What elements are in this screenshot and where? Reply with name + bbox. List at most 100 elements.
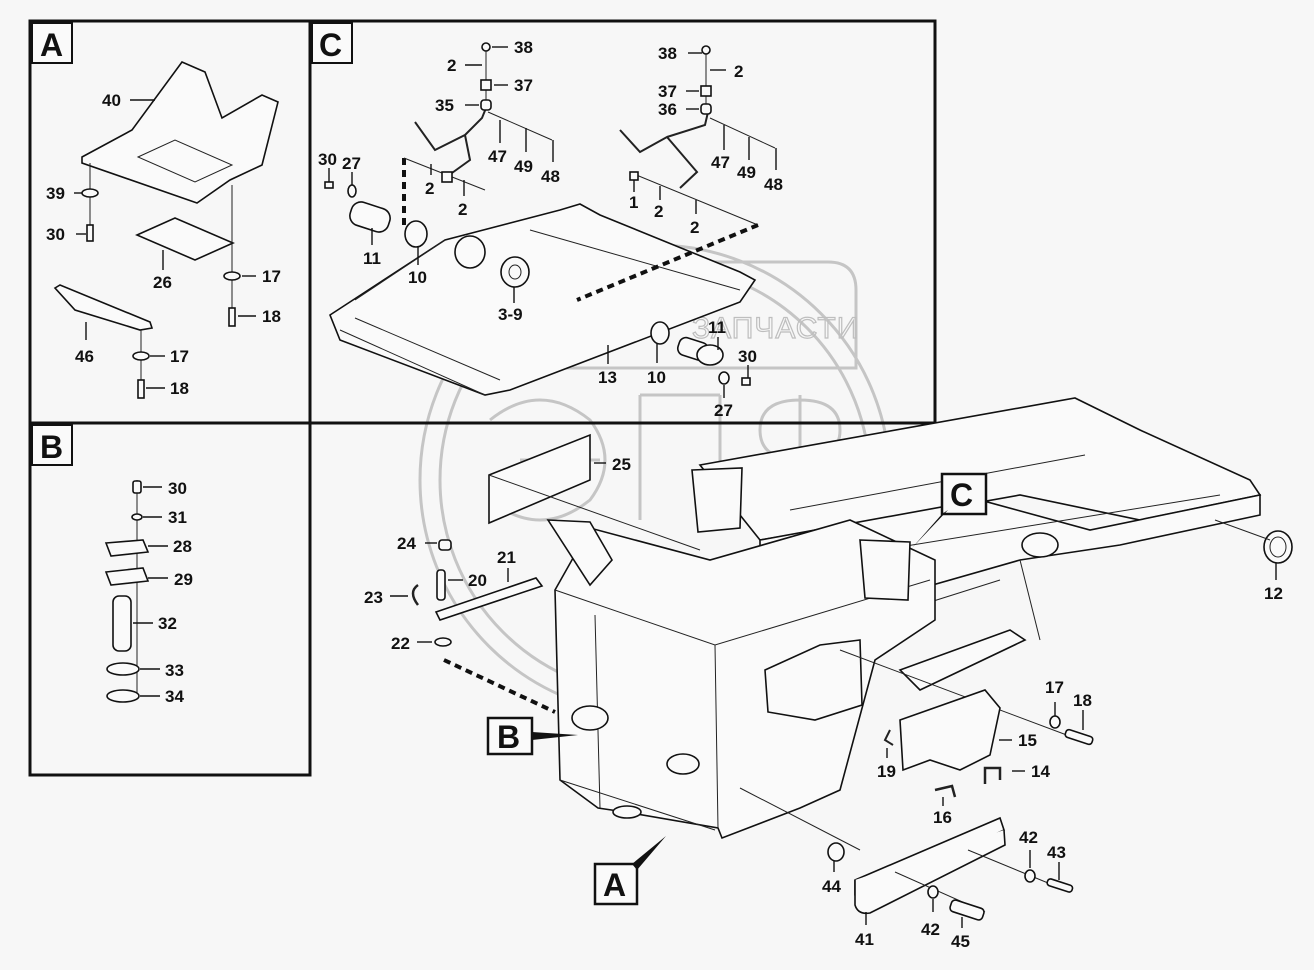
callout-36: 36 xyxy=(658,100,677,119)
part-14-u-bolt xyxy=(983,766,1002,784)
panel-b-border xyxy=(28,421,312,777)
panel-a: A 40 39 30 26 17 18 46 17 xyxy=(28,19,312,425)
callout-33: 33 xyxy=(165,661,184,680)
part-10-bushing-b xyxy=(650,321,670,345)
callout-15: 15 xyxy=(1018,731,1037,750)
callout-10b: 10 xyxy=(647,368,666,387)
callout-18a: 18 xyxy=(262,307,281,326)
frame-lug xyxy=(1021,532,1059,558)
callout-32: 32 xyxy=(158,614,177,633)
panel-a-letter: A xyxy=(40,27,63,63)
callout-11a: 11 xyxy=(363,249,381,268)
ref-tag-c: C xyxy=(950,477,973,513)
seal-inner xyxy=(1269,536,1287,558)
callout-10a: 10 xyxy=(408,268,427,287)
part-40-window xyxy=(136,139,234,183)
axis-line-m17 xyxy=(839,649,1081,741)
part-15-shield xyxy=(899,689,1001,772)
callout-20: 20 xyxy=(468,571,487,590)
callout-13: 13 xyxy=(598,368,617,387)
callout-14: 14 xyxy=(1031,762,1050,781)
assembly-path-dashed-b xyxy=(576,223,759,302)
upper-hinge-pin-boss xyxy=(571,705,609,731)
callout-17a: 17 xyxy=(262,267,281,286)
part-23-clip xyxy=(411,583,420,606)
part-18-bolt-a xyxy=(228,307,236,327)
callout-42a: 42 xyxy=(1019,828,1038,847)
ref-tag-a-pointer xyxy=(632,836,666,870)
front-frame-box xyxy=(554,519,936,840)
callout-30c-a: 30 xyxy=(318,150,337,169)
ref-tag-a: A xyxy=(603,867,626,903)
callout-39: 39 xyxy=(46,184,65,203)
shim-hole xyxy=(508,264,522,280)
callout-29: 29 xyxy=(174,570,193,589)
callout-49b: 49 xyxy=(737,163,756,182)
callout-35: 35 xyxy=(435,96,454,115)
part-42-washer-b xyxy=(927,885,939,899)
callout-18m: 18 xyxy=(1073,691,1092,710)
callout-34: 34 xyxy=(165,687,184,706)
callout-48b: 48 xyxy=(764,175,783,194)
part-37-fitting-a xyxy=(480,79,492,91)
part-3-9-shim xyxy=(500,256,530,288)
side-pivot-boss xyxy=(666,753,700,775)
axis-line-m12 xyxy=(1214,519,1271,541)
axis-line-c5 xyxy=(709,117,776,149)
part-26-plate xyxy=(135,217,235,261)
callout-26: 26 xyxy=(153,273,172,292)
callout-46: 46 xyxy=(75,347,94,366)
callout-12: 12 xyxy=(1264,584,1283,603)
ref-tag-b-pointer xyxy=(532,732,578,740)
main-view: 25 24 20 21 23 22 12 15 19 14 xyxy=(364,397,1293,951)
callout-31: 31 xyxy=(168,508,187,527)
part-34-washer xyxy=(106,689,140,703)
panel-b-letter-box xyxy=(31,424,73,466)
part-line-clamp-a xyxy=(441,171,453,183)
callout-22: 22 xyxy=(391,634,410,653)
callout-2a: 2 xyxy=(447,56,456,75)
callout-38a: 38 xyxy=(514,38,533,57)
part-13-frame xyxy=(329,203,757,396)
part-20-pin xyxy=(436,569,446,601)
callout-24: 24 xyxy=(397,534,416,553)
callout-1: 1 xyxy=(629,193,638,212)
ref-tag-c-pointer xyxy=(912,510,948,548)
callout-41: 41 xyxy=(855,930,874,949)
callout-2e: 2 xyxy=(654,202,663,221)
callout-21: 21 xyxy=(497,548,516,567)
part-grease-line-a xyxy=(414,107,487,179)
part-1-bolt xyxy=(629,171,639,181)
part-19-clip xyxy=(883,729,894,746)
part-17-washer-b xyxy=(132,351,150,361)
callout-23: 23 xyxy=(364,588,383,607)
panel-a-letter-box xyxy=(31,22,73,64)
callout-27b: 27 xyxy=(714,401,733,420)
part-18-bolt-b xyxy=(137,379,145,399)
axis-line-c3 xyxy=(487,111,553,141)
lower-hinge-hole xyxy=(612,805,642,819)
callout-17b: 17 xyxy=(170,347,189,366)
callout-27a: 27 xyxy=(342,154,361,173)
callout-40: 40 xyxy=(102,91,121,110)
frame-edges xyxy=(339,229,741,396)
callout-30: 30 xyxy=(46,225,65,244)
part-39-washer xyxy=(81,188,99,198)
axis-line-m44 xyxy=(739,787,861,851)
part-24-clip xyxy=(438,539,452,551)
part-28-plate xyxy=(104,539,150,557)
part-30-bolt-c-b xyxy=(741,377,751,386)
part-22-retainer xyxy=(434,637,452,647)
panel-b: B 30 31 28 29 32 33 34 xyxy=(28,421,312,777)
callout-11b: 11 xyxy=(708,318,726,337)
part-12-seal xyxy=(1263,530,1293,564)
callout-49a: 49 xyxy=(514,157,533,176)
part-36-adapter xyxy=(700,103,712,115)
callout-3-9: 3-9 xyxy=(498,305,523,324)
part-42-washer-a xyxy=(1024,869,1036,883)
callout-44: 44 xyxy=(822,877,841,896)
panel-b-letter: B xyxy=(40,429,63,465)
part-46-bracket xyxy=(53,284,154,331)
part-17-washer-a xyxy=(223,271,241,281)
